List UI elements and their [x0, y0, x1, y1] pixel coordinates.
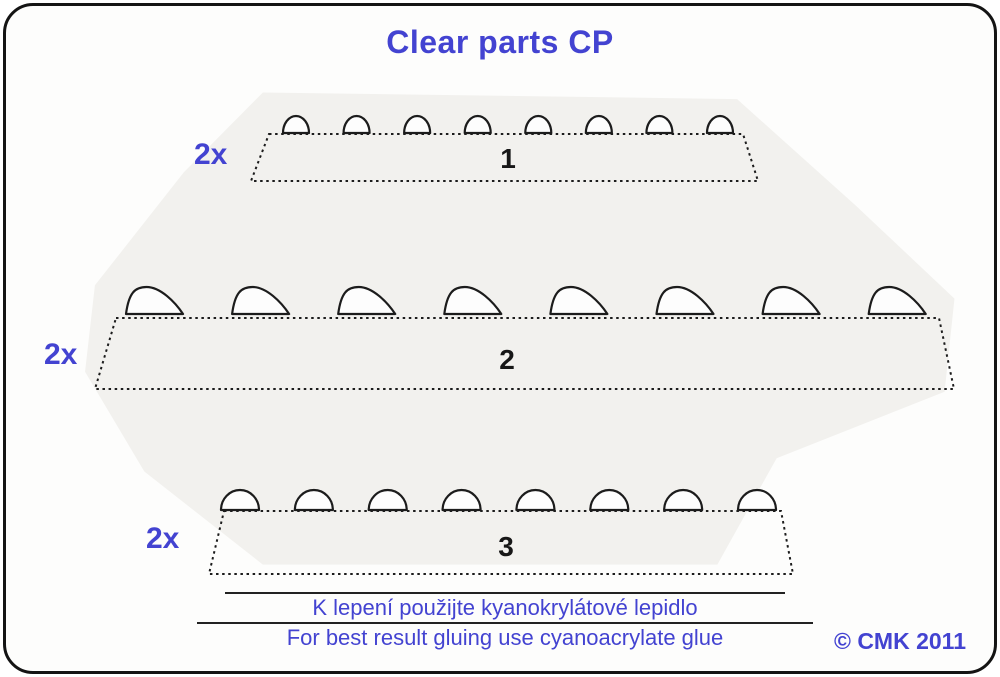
- part-number-1: 1: [500, 143, 516, 174]
- clear-part-bump: [342, 114, 371, 135]
- divider-line-top: [225, 592, 785, 594]
- clear-part-bump: [403, 114, 432, 135]
- part-2-drawing: 2: [93, 285, 956, 390]
- part-3-drawing: 3: [207, 488, 795, 575]
- part-dotted-outline: [93, 317, 956, 390]
- clear-part-bump: [584, 114, 613, 135]
- clear-part-bump: [463, 114, 492, 135]
- part-1-drawing: 1: [249, 114, 760, 182]
- clear-part-bump: [549, 285, 609, 316]
- clear-part-bump: [443, 285, 503, 316]
- clear-part-bump: [515, 488, 556, 512]
- part-number-2: 2: [499, 344, 515, 375]
- clear-part-bump: [367, 488, 408, 512]
- divider-line-middle: [197, 622, 813, 624]
- clear-part-bump: [761, 285, 821, 316]
- part-dotted-outline: [207, 510, 795, 575]
- glue-note-english: For best result gluing use cyanoacrylate…: [286, 625, 724, 650]
- glue-note: K lepení použijte kyanokrylátové lepidlo…: [191, 591, 819, 651]
- instruction-sheet: Clear parts CP 2x 1 2x 2 2x 3 K lepení p…: [3, 3, 997, 674]
- clear-part-bump: [655, 285, 715, 316]
- clear-part-bump: [337, 285, 397, 316]
- clear-part-bump: [124, 285, 185, 316]
- clear-part-bump: [441, 488, 482, 512]
- clear-part-bump: [231, 285, 291, 316]
- clear-part-bump: [524, 114, 553, 135]
- quantity-label-part-2: 2x: [44, 338, 78, 371]
- page-title: Clear parts CP: [386, 24, 614, 60]
- clear-part-bump: [867, 285, 927, 316]
- quantity-label-part-3: 2x: [146, 522, 180, 555]
- quantity-label-part-1: 2x: [194, 138, 228, 171]
- clear-part-bump: [219, 488, 261, 512]
- clear-part-bump: [589, 488, 630, 512]
- copyright: © CMK 2011: [833, 628, 966, 654]
- clear-part-bump: [736, 488, 778, 512]
- clear-part-bump: [663, 488, 704, 512]
- clear-part-bump: [645, 114, 674, 135]
- clear-part-bump: [705, 114, 735, 135]
- clear-part-bump: [293, 488, 334, 512]
- clear-part-bump: [281, 114, 311, 135]
- glue-note-czech: K lepení použijte kyanokrylátové lepidlo: [312, 595, 698, 620]
- part-number-3: 3: [498, 531, 514, 562]
